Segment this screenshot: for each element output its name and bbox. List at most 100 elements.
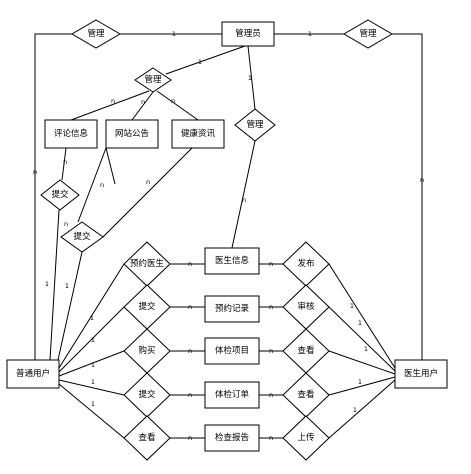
relation-label: 提交 [51,189,69,200]
entity-box [204,247,260,275]
entity-box [171,119,225,149]
cardinality-label: 1 [91,336,95,344]
entity-box [204,424,260,452]
cardinality-label: n [269,434,273,442]
cardinality-label: n [242,196,246,204]
relation-review: 审核 [282,284,330,330]
entity-user: 普通用户 [6,359,60,389]
entity-label: 管理员 [235,28,261,39]
connector-line [328,376,396,396]
connector-line [58,263,125,369]
entity-notice: 网站公告 [105,119,159,149]
entity-label: 体检项目 [215,345,249,356]
connector-line [328,263,396,369]
relation-book-doctor: 预约医生 [123,241,171,287]
entity-box [6,359,60,389]
connector-line [58,350,125,377]
cardinality-label: 1 [364,345,368,353]
relation-manage-doc: 管理 [234,108,276,142]
cardinality-label: n [146,178,150,186]
connector-line [58,306,125,373]
connector-line [77,146,116,223]
relation-manage-mid: 管理 [134,67,172,93]
cardinality-label: n [171,97,175,105]
entity-doctor-info: 医生信息 [204,247,260,275]
cardinality-label: 1 [90,314,94,322]
cardinality-label: 1 [350,302,354,310]
connector-line [49,209,60,361]
cardinality-label: n [269,303,273,311]
cardinality-label: n [188,434,192,442]
entity-box [105,119,159,149]
relation-label: 提交 [138,301,156,312]
entity-health: 健康资讯 [171,119,225,149]
connector-line [131,91,154,121]
relation-submit3: 提交 [123,284,171,330]
entity-box [44,119,98,149]
relation-label: 管理 [87,28,105,39]
cardinality-label: n [111,97,115,105]
relation-buy: 购买 [123,328,171,374]
cardinality-label: n [188,260,192,268]
entity-label: 评论信息 [54,128,89,139]
connector-line [58,383,125,439]
connector-line [102,147,193,238]
cardinality-label: 1 [198,58,202,66]
cardinality-label: 1 [91,400,95,408]
relation-view-report: 查看 [123,415,171,461]
relation-label: 查看 [297,389,314,400]
cardinality-label: 1 [91,361,95,369]
relation-diamond [134,67,172,93]
relation-submit2: 提交 [60,221,104,253]
relation-label: 查看 [138,432,155,443]
relation-diamond [282,415,330,461]
relation-diamond [123,415,171,461]
connector-line [70,90,150,121]
cardinality-label: n [188,347,192,355]
connector-line [61,147,67,181]
relation-manage-left: 管理 [71,19,121,49]
entity-exam-item: 体检项目 [204,337,260,365]
connector-line [34,33,72,360]
relation-diamond [343,19,393,49]
entity-label: 普通用户 [16,368,50,379]
relation-diamond [40,179,80,211]
entity-box [204,381,260,409]
cardinality-label: n [269,347,273,355]
cardinality-label: 1 [358,319,362,327]
entity-label: 检查报告 [215,432,249,443]
connector-line [156,90,199,121]
connector-line [57,251,83,361]
relation-view-order: 查看 [282,372,330,418]
relation-manage-right: 管理 [343,19,393,49]
cardinality-label: 1 [172,30,176,38]
connector-line [392,33,423,360]
entity-comment: 评论信息 [44,119,98,149]
entity-exam-order: 体检订单 [204,381,260,409]
cardinality-label: 1 [353,406,357,414]
relation-label: 管理 [246,119,264,130]
entity-box [394,359,448,389]
diagram-nodes: 管理员评论信息网站公告健康资讯医生信息预约记录体检项目体检订单检查报告普通用户医… [6,19,448,461]
connector-line [328,379,396,439]
entity-box [204,295,260,323]
connector-line [328,306,396,372]
relation-submit4: 提交 [123,372,171,418]
cardinality-label: n [269,260,273,268]
cardinality-label: 1 [248,74,252,82]
relation-diamond [60,221,104,253]
cardinality-label: n [188,303,192,311]
cardinality-label: n [63,158,67,166]
cardinality-label: n [100,181,104,189]
cardinality-label: n [141,98,145,106]
entity-label: 医生用户 [404,368,438,379]
relation-diamond [71,19,121,49]
entity-box [204,337,260,365]
cardinality-label: 1 [91,378,95,386]
cardinality-label: 1 [308,30,312,38]
cardinality-label: 1 [358,378,362,386]
relation-label: 管理 [359,28,377,39]
entity-doctor: 医生用户 [394,359,448,389]
cardinality-label: 1 [45,280,49,288]
